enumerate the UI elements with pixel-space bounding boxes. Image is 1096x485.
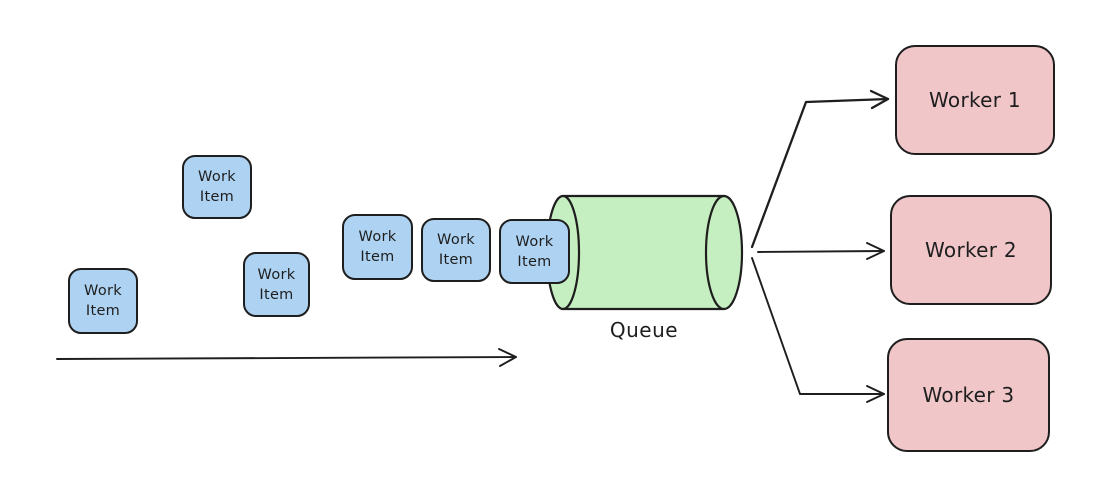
worker-1-box: Worker 1	[895, 45, 1055, 155]
worker-2-box: Worker 2	[890, 195, 1052, 305]
queue-label: Queue	[609, 318, 679, 342]
work-item-box: Work Item	[342, 214, 413, 280]
worker-3-arrowhead-icon	[866, 385, 885, 403]
flow-direction-arrow	[56, 348, 517, 367]
worker-2-arrowhead-icon	[866, 242, 885, 260]
work-item-box: Work Item	[421, 218, 491, 282]
worker-1-arrowhead-icon	[869, 89, 890, 110]
work-item-box: Work Item	[243, 252, 310, 317]
queue-cylinder-right-cap	[704, 194, 744, 311]
work-item-box: Work Item	[68, 268, 138, 334]
queue-to-worker-2-arrow	[757, 242, 885, 260]
work-item-box: Work Item	[499, 219, 570, 284]
flow-direction-arrowhead-icon	[498, 348, 517, 367]
queue-cylinder-body	[563, 196, 724, 309]
worker-3-box: Worker 3	[887, 338, 1050, 452]
queue-to-worker-3-arrow	[751, 257, 885, 403]
work-item-box: Work Item	[182, 155, 252, 219]
queue-cylinder-shape	[545, 194, 744, 311]
queue-to-worker-1-arrow	[750, 89, 890, 249]
